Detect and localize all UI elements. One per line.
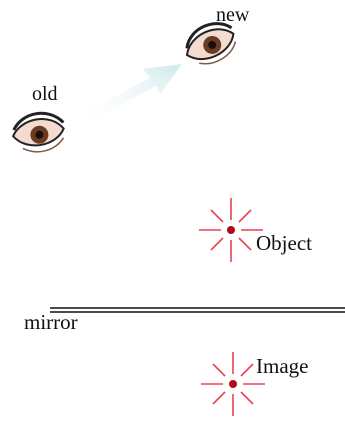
- movement-arrow: [74, 64, 182, 126]
- object-star-rays: [199, 198, 263, 262]
- object-point-icon: [199, 198, 263, 262]
- mirror-label: mirror: [24, 310, 78, 334]
- old-eye-icon: [11, 111, 65, 153]
- new-eye-icon: [185, 22, 237, 65]
- old-eye-label: old: [32, 83, 58, 105]
- object-dot: [227, 226, 235, 234]
- new-eye-label: new: [216, 4, 250, 26]
- image-star-rays: [201, 352, 265, 416]
- object-label: Object: [256, 231, 312, 255]
- mirror-line: [50, 307, 345, 313]
- image-dot: [229, 380, 237, 388]
- image-label: Image: [256, 354, 309, 378]
- image-point-icon: [201, 352, 265, 416]
